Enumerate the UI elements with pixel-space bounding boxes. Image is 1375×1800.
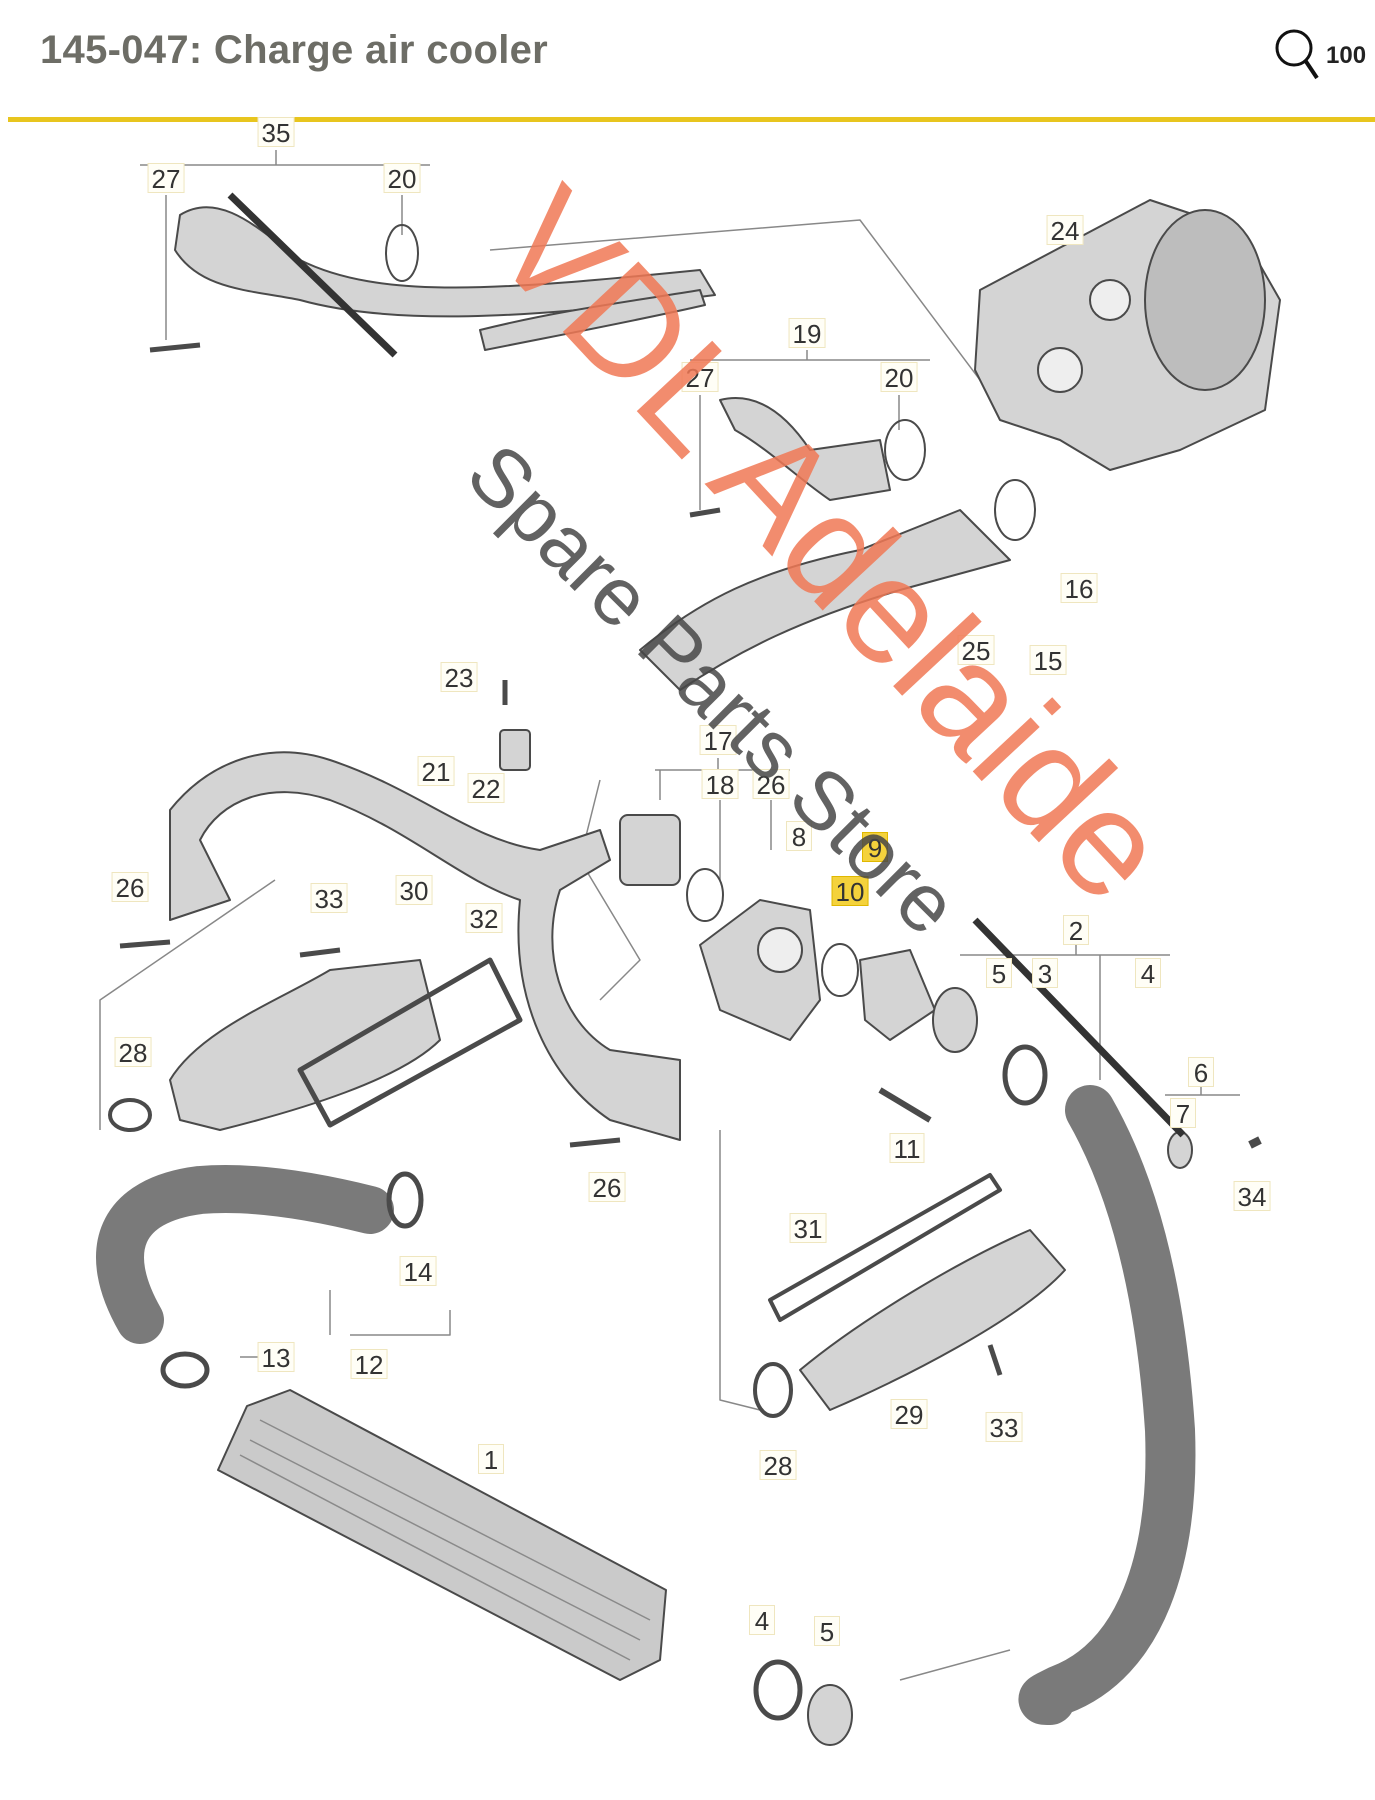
part-label[interactable]: 5 [814,1616,840,1647]
module-30 [169,959,441,1131]
part-label[interactable]: 5 [986,958,1012,989]
part-label[interactable]: 27 [147,163,185,194]
part-label[interactable]: 27 [681,362,719,393]
part-label[interactable]: 4 [1135,958,1161,989]
part-label[interactable]: 13 [257,1342,295,1373]
part-label[interactable]: 16 [1060,573,1098,604]
watermark-bar [227,192,398,358]
part-label[interactable]: 23 [440,662,478,693]
part-label[interactable]: 8 [786,821,812,852]
part-label[interactable]: 6 [1188,1057,1214,1088]
zoom-level: 100 [1326,42,1367,69]
pipe-15 [639,509,1011,691]
part-label[interactable]: 26 [111,872,149,903]
part-label[interactable]: 34 [1233,1181,1271,1212]
part-label[interactable]: 25 [957,635,995,666]
part-label[interactable]: 20 [383,163,421,194]
part-label[interactable]: 21 [417,756,455,787]
part-label[interactable]: 7 [1170,1098,1196,1129]
part-label[interactable]: 22 [467,773,505,804]
part-label[interactable]: 33 [310,883,348,914]
part-label[interactable]: 26 [752,769,790,800]
part-label[interactable]: 17 [699,725,737,756]
page-title: 145-047: Charge air cooler [40,28,549,72]
part-label[interactable]: 30 [395,875,433,906]
part-label[interactable]: 18 [701,769,739,800]
charge-pipe-upper [169,751,681,1141]
part-label[interactable]: 12 [350,1349,388,1380]
part-label[interactable]: 32 [465,903,503,934]
part-label[interactable]: 26 [588,1172,626,1203]
hose-12 [96,1165,394,1344]
part-label[interactable]: 15 [1029,645,1067,676]
part-label[interactable]: 4 [749,1605,775,1636]
part-label[interactable]: 29 [890,1399,928,1430]
header-divider [8,117,1375,122]
gasket-31 [768,1173,1002,1322]
part-label[interactable]: 11 [889,1133,925,1164]
part-label[interactable]: 31 [789,1213,827,1244]
part-label[interactable]: 24 [1046,215,1084,246]
part-label-highlighted[interactable]: 10 [831,876,869,907]
part-label-highlighted[interactable]: 9 [862,832,888,863]
part-label[interactable]: 19 [788,318,826,349]
part-label[interactable]: 28 [114,1037,152,1068]
module-29 [799,1229,1066,1411]
gasket-32 [297,957,523,1128]
part-label[interactable]: 28 [759,1450,797,1481]
part-label[interactable]: 1 [478,1444,504,1475]
pipe-19 [719,397,891,501]
throttle-body [699,899,821,1041]
intercooler [217,1389,667,1681]
part-label[interactable]: 20 [880,362,918,393]
hose-long [1018,1085,1196,1725]
magnifier-icon [1275,29,1319,80]
part-label[interactable]: 14 [399,1256,437,1287]
part-label[interactable]: 3 [1032,958,1058,989]
zoom-control[interactable]: 100 [1272,26,1375,86]
part-label[interactable]: 2 [1063,915,1089,946]
watermark-bar [972,917,1186,1138]
part-9 [859,949,936,1041]
part-label[interactable]: 35 [257,117,295,148]
part-label[interactable]: 33 [985,1412,1023,1443]
